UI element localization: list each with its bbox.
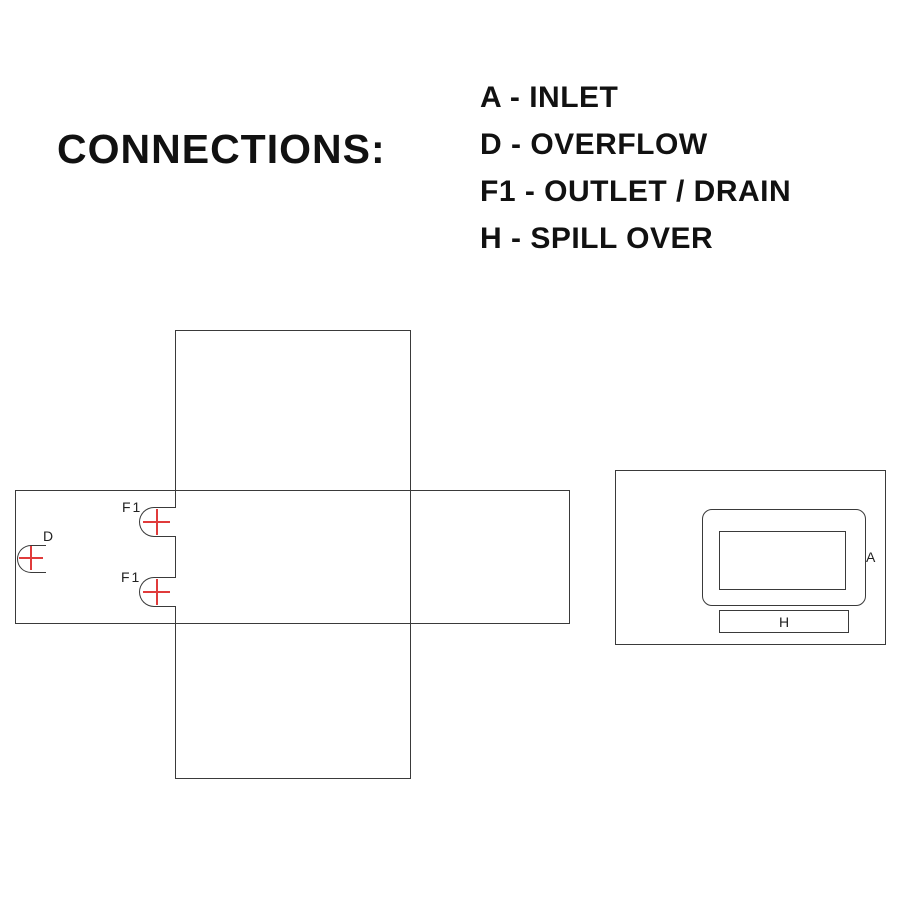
spillover-box: H	[719, 610, 849, 633]
legend-item-outlet-drain: F1 - OUTLET / DRAIN	[480, 175, 792, 208]
legend-item-spill-over: H - SPILL OVER	[480, 222, 714, 255]
port-f1-bottom-label: F1	[121, 569, 142, 585]
page-title: CONNECTIONS:	[57, 126, 386, 172]
legend-item-overflow: D - OVERFLOW	[480, 128, 708, 161]
port-d-marker-icon	[19, 546, 43, 570]
port-f1-bottom-marker-icon	[143, 579, 170, 605]
net-horizontal-panel	[15, 490, 570, 624]
net-vertical-panel	[175, 330, 411, 779]
side-view-outline	[615, 470, 886, 645]
legend: A - INLET D - OVERFLOW F1 - OUTLET / DRA…	[480, 74, 791, 262]
port-h-label: H	[778, 613, 790, 630]
port-d-label: D	[43, 528, 54, 544]
port-a-label: A	[866, 549, 876, 565]
side-view-lid-outline	[702, 509, 866, 606]
legend-item-inlet: A - INLET	[480, 81, 619, 114]
side-view-lid-inner-outline	[719, 531, 846, 590]
port-f1-top-marker-icon	[143, 509, 170, 535]
port-f1-top-label: F1	[122, 499, 143, 515]
